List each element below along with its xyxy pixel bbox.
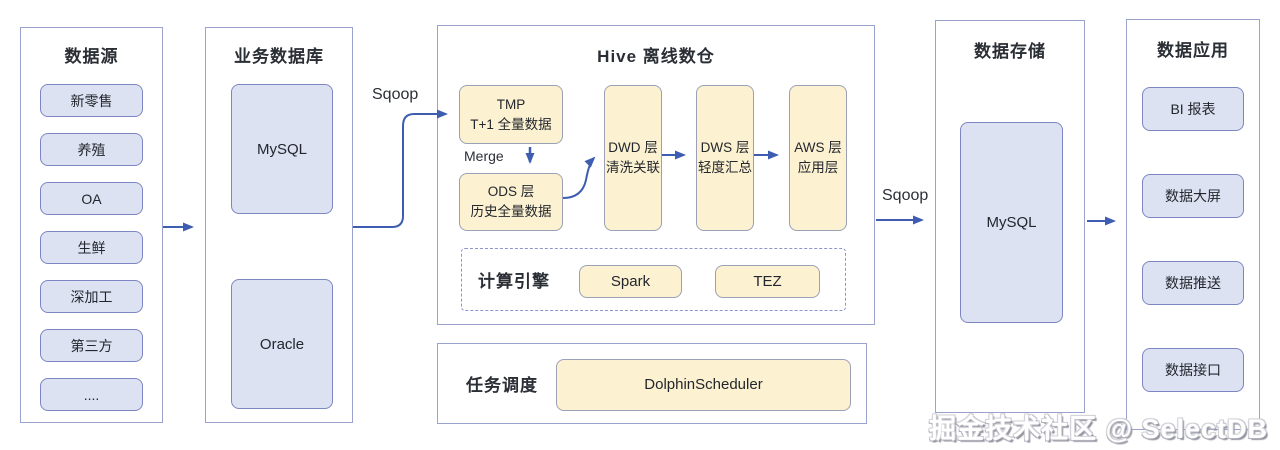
hive-panel: Hive 离线数仓 TMP T+1 全量数据 ODS 层 历史全量数据 DWD … [437, 25, 875, 325]
datasource-item: 第三方 [40, 329, 143, 362]
mysql-source-box: MySQL [231, 84, 333, 214]
datasource-item: 新零售 [40, 84, 143, 117]
datasource-item: OA [40, 182, 143, 215]
app-item: BI 报表 [1142, 87, 1244, 131]
app-item: 数据推送 [1142, 261, 1244, 305]
tmp-line2: T+1 全量数据 [470, 116, 552, 132]
datasource-item: 养殖 [40, 133, 143, 166]
dolphinscheduler-box: DolphinScheduler [556, 359, 851, 411]
spark-box: Spark [579, 265, 682, 298]
aws-line2: 应用层 [797, 160, 839, 175]
dwd-line2: 清洗关联 [606, 160, 660, 175]
dws-line2: 轻度汇总 [698, 160, 752, 175]
merge-label: Merge [464, 148, 504, 164]
aws-layer-box: AWS 层 应用层 [789, 85, 847, 231]
ods-line1: ODS 层 [487, 184, 535, 200]
scheduler-panel: 任务调度 DolphinScheduler [437, 343, 867, 424]
scheduler-label: 任务调度 [466, 376, 538, 395]
datasource-item: 深加工 [40, 280, 143, 313]
ods-line2: 历史全量数据 [470, 204, 552, 219]
dws-layer-box: DWS 层 轻度汇总 [696, 85, 754, 231]
dwd-line1: DWD 层 [608, 140, 658, 156]
aws-line1: AWS 层 [794, 140, 842, 156]
storage-title: 数据存储 [974, 42, 1046, 61]
tmp-line1: TMP [496, 96, 526, 112]
watermark: 掘金技术社区 @ SelectDB [929, 414, 1268, 444]
app-item: 数据大屏 [1142, 174, 1244, 218]
hive-title: Hive 离线数仓 [597, 47, 715, 66]
tmp-layer-box: TMP T+1 全量数据 [459, 85, 563, 144]
datasource-items: 新零售 养殖 OA 生鲜 深加工 第三方 .... [21, 84, 162, 411]
datasource-item: 生鲜 [40, 231, 143, 264]
datasource-panel: 数据源 新零售 养殖 OA 生鲜 深加工 第三方 .... [20, 27, 163, 423]
oracle-source-box: Oracle [231, 279, 333, 409]
sqoop-out-label: Sqoop [882, 187, 929, 204]
dwd-layer-box: DWD 层 清洗关联 [604, 85, 662, 231]
bizdb-panel: 业务数据库 MySQL Oracle [205, 27, 353, 423]
compute-engine-group: 计算引擎 Spark TEZ [461, 248, 846, 311]
storage-panel: 数据存储 MySQL [935, 20, 1085, 413]
bizdb-title: 业务数据库 [234, 47, 324, 66]
arrow-sqoop-in [353, 109, 448, 228]
compute-engine-label: 计算引擎 [478, 272, 550, 291]
datasource-item: .... [40, 378, 143, 411]
apps-title: 数据应用 [1157, 41, 1229, 60]
app-item: 数据接口 [1142, 348, 1244, 392]
datasource-title: 数据源 [64, 47, 119, 66]
apps-panel: 数据应用 BI 报表 数据大屏 数据推送 数据接口 [1126, 19, 1260, 430]
tez-box: TEZ [715, 265, 820, 298]
sqoop-in-label: Sqoop [372, 86, 419, 103]
apps-items: BI 报表 数据大屏 数据推送 数据接口 [1127, 87, 1259, 392]
mysql-storage-box: MySQL [960, 122, 1063, 323]
dws-line1: DWS 层 [700, 140, 750, 156]
ods-layer-box: ODS 层 历史全量数据 [459, 173, 563, 231]
